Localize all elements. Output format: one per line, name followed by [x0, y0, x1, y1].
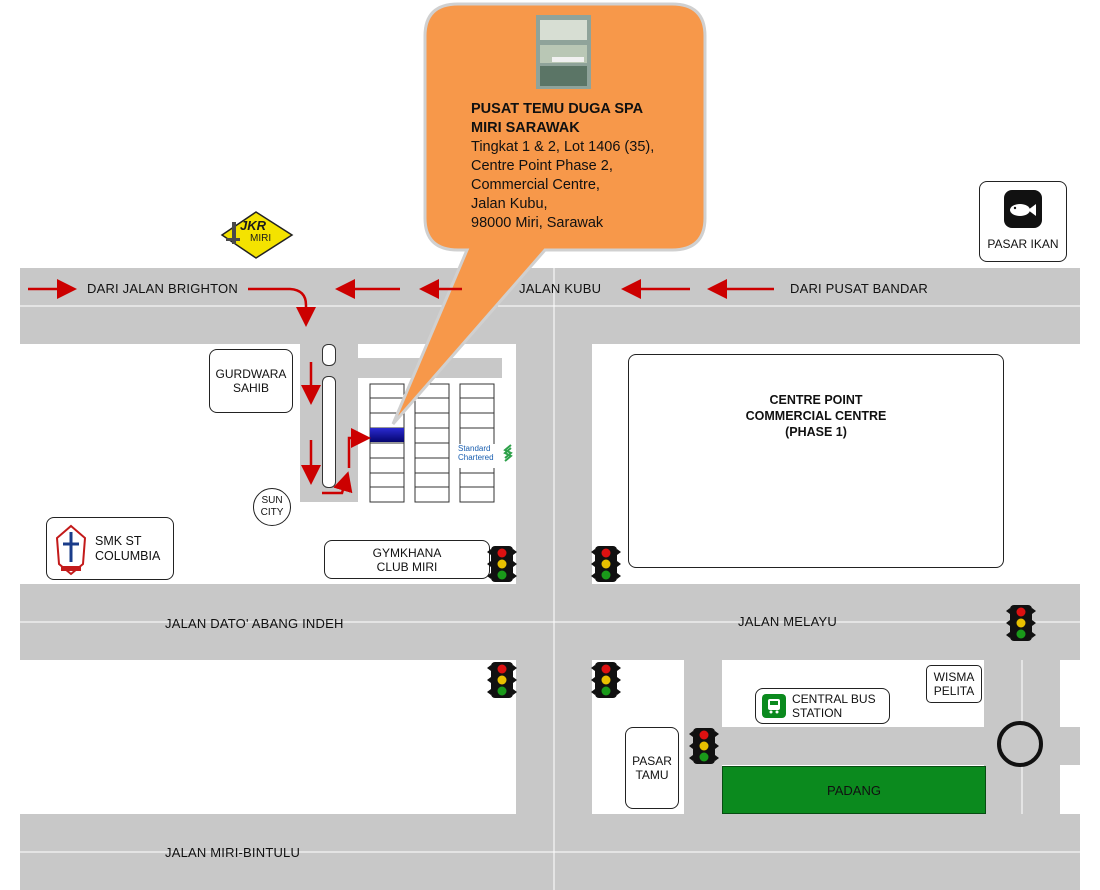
jkr-logo-sub: MIRI: [250, 233, 272, 244]
target-building[interactable]: [370, 428, 404, 442]
traffic-light-icon: [689, 728, 719, 764]
wisma-line1: WISMA: [933, 670, 975, 684]
fish-icon: [1004, 190, 1042, 228]
callout-address-4: Jalan Kubu,: [471, 196, 548, 212]
callout-text: PUSAT TEMU DUGA SPA MIRI SARAWAK Tingkat…: [471, 100, 701, 233]
standard-chartered-logo-icon: [503, 444, 513, 462]
callout-address-5: 98000 Miri, Sarawak: [471, 215, 604, 231]
bus-station-line2: STATION: [792, 706, 843, 720]
gymkhana-line1: GYMKHANA: [372, 545, 442, 560]
roundabout-icon: [997, 721, 1043, 767]
bank-line2: Chartered: [458, 453, 494, 462]
callout-address-1: Tingkat 1 & 2, Lot 1406 (35),: [471, 139, 655, 155]
gurdwara-line1: GURDWARA: [215, 367, 287, 381]
padang-field: PADANG: [722, 766, 986, 814]
pasar-tamu-line1: PASAR: [632, 754, 672, 768]
traffic-light-icon: [591, 662, 621, 698]
padang-label: PADANG: [827, 782, 881, 798]
gurdwara-line2: SAHIB: [232, 381, 269, 395]
arrow-up-turn: [322, 471, 353, 495]
traffic-light-icon: [1006, 605, 1036, 641]
smk-line1: SMK ST: [95, 533, 142, 548]
pasar-ikan-label: PASAR IKAN: [987, 237, 1059, 251]
callout-title-line1: PUSAT TEMU DUGA SPA: [471, 101, 644, 117]
smk-st-columbia-box: SMK ST COLUMBIA: [46, 517, 174, 580]
callout-address-3: Commercial Centre,: [471, 177, 600, 193]
bus-icon: [762, 694, 786, 718]
wisma-pelita-box: WISMA PELITA: [926, 665, 982, 703]
centre-point-line1: CENTRE POINT: [769, 393, 863, 407]
median-small: [322, 344, 336, 366]
centre-point-box: CENTRE POINT COMMERCIAL CENTRE (PHASE 1): [628, 354, 1004, 568]
traffic-light-icon: [487, 662, 517, 698]
sun-city-line2: CITY: [260, 507, 284, 518]
bank-label: Standard Chartered: [458, 444, 516, 468]
pasar-ikan-box: PASAR IKAN: [979, 181, 1067, 262]
median-long: [322, 376, 336, 488]
gymkhana-line2: CLUB MIRI: [376, 559, 438, 574]
label-jalan-miri-bintulu: JALAN MIRI-BINTULU: [165, 845, 301, 860]
label-dari-jalan-brighton: DARI JALAN BRIGHTON: [87, 281, 238, 296]
label-jalan-dato-abang-indeh: JALAN DATO' ABANG INDEH: [165, 616, 344, 631]
centre-point-line2: COMMERCIAL CENTRE: [745, 409, 887, 423]
callout-title-line2: MIRI SARAWAK: [471, 120, 580, 136]
arrow-into-building: [347, 428, 371, 468]
pasar-tamu-line2: TAMU: [635, 768, 669, 782]
traffic-light-icon: [591, 546, 621, 582]
traffic-light-icon: [487, 546, 517, 582]
bank-line1: Standard: [458, 444, 491, 453]
arrow-turn-down: [248, 287, 316, 327]
gurdwara-box: GURDWARA SAHIB: [209, 349, 293, 413]
callout-address-2: Centre Point Phase 2,: [471, 158, 613, 174]
gymkhana-box: GYMKHANA CLUB MIRI: [324, 540, 490, 579]
bus-station-line1: CENTRAL BUS: [792, 692, 876, 706]
central-bus-station-box: CENTRAL BUS STATION: [755, 688, 890, 724]
sun-city-line1: SUN: [261, 495, 283, 506]
label-jalan-kubu: JALAN KUBU: [519, 281, 602, 296]
label-jalan-melayu: JALAN MELAYU: [738, 614, 837, 629]
smk-line2: COLUMBIA: [95, 548, 161, 563]
jkr-logo-text: JKR: [240, 218, 267, 233]
label-dari-pusat-bandar: DARI PUSAT BANDAR: [790, 281, 929, 296]
centre-point-line3: (PHASE 1): [785, 425, 847, 439]
wisma-line2: PELITA: [933, 684, 975, 698]
school-crest-icon: [55, 524, 87, 575]
sun-city-circle: SUN CITY: [253, 488, 291, 526]
pasar-tamu-box: PASAR TAMU: [625, 727, 679, 809]
